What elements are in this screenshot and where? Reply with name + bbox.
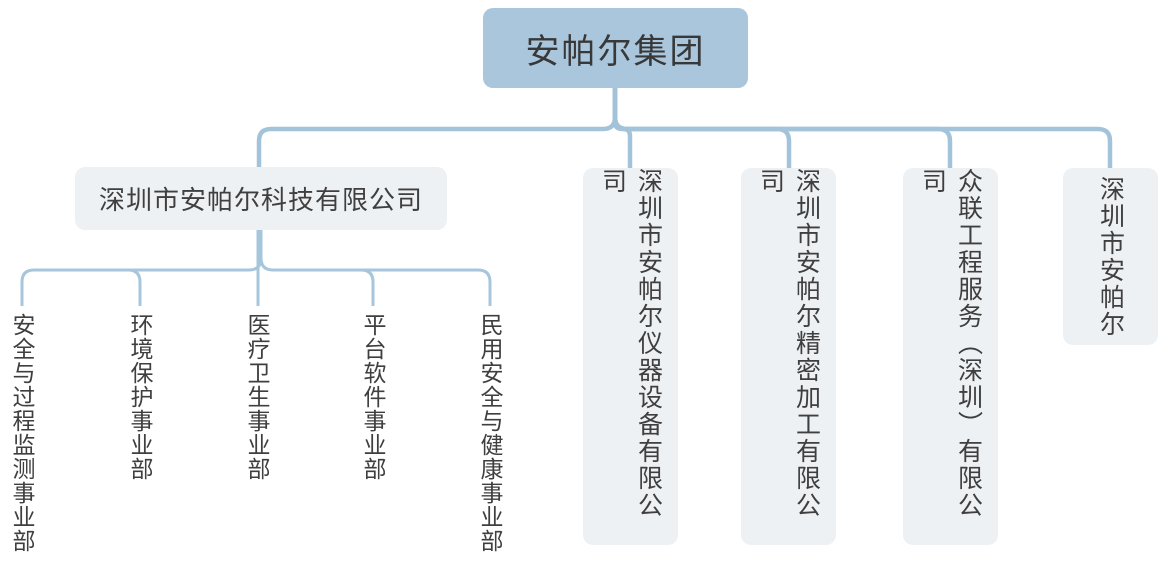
connector-company1-to-dept-4 [360, 268, 375, 306]
connector-root-to-company-1 [256, 88, 618, 167]
department-label-safety-process-monitoring: 安全与过程监测事业部 [9, 313, 35, 553]
department-label-medical-health: 医疗卫生事业部 [244, 313, 270, 481]
company-node-anpaer: 深圳市安帕尔 [1063, 168, 1158, 345]
company-node-precision-machining: 深圳市安帕尔精密加工有限公司 [741, 168, 836, 545]
department-label-environmental-protection: 环境保护事业部 [127, 313, 153, 481]
company-node-zhonglian-engineering: 众联工程服务（深圳）有限公司 [903, 168, 998, 545]
company-node-instruments: 深圳市安帕尔仪器设备有限公司 [583, 168, 678, 545]
company-node-technology: 深圳市安帕尔科技有限公司 [75, 167, 447, 230]
connector-root-to-company-5 [612, 88, 1113, 170]
org-root-node: 安帕尔集团 [483, 8, 748, 88]
connector-company1-to-dept-5 [259, 230, 492, 306]
department-label-civil-safety-health: 民用安全与健康事业部 [477, 313, 503, 553]
connector-company1-to-dept-2 [127, 268, 142, 306]
department-label-platform-software: 平台软件事业部 [360, 313, 386, 481]
